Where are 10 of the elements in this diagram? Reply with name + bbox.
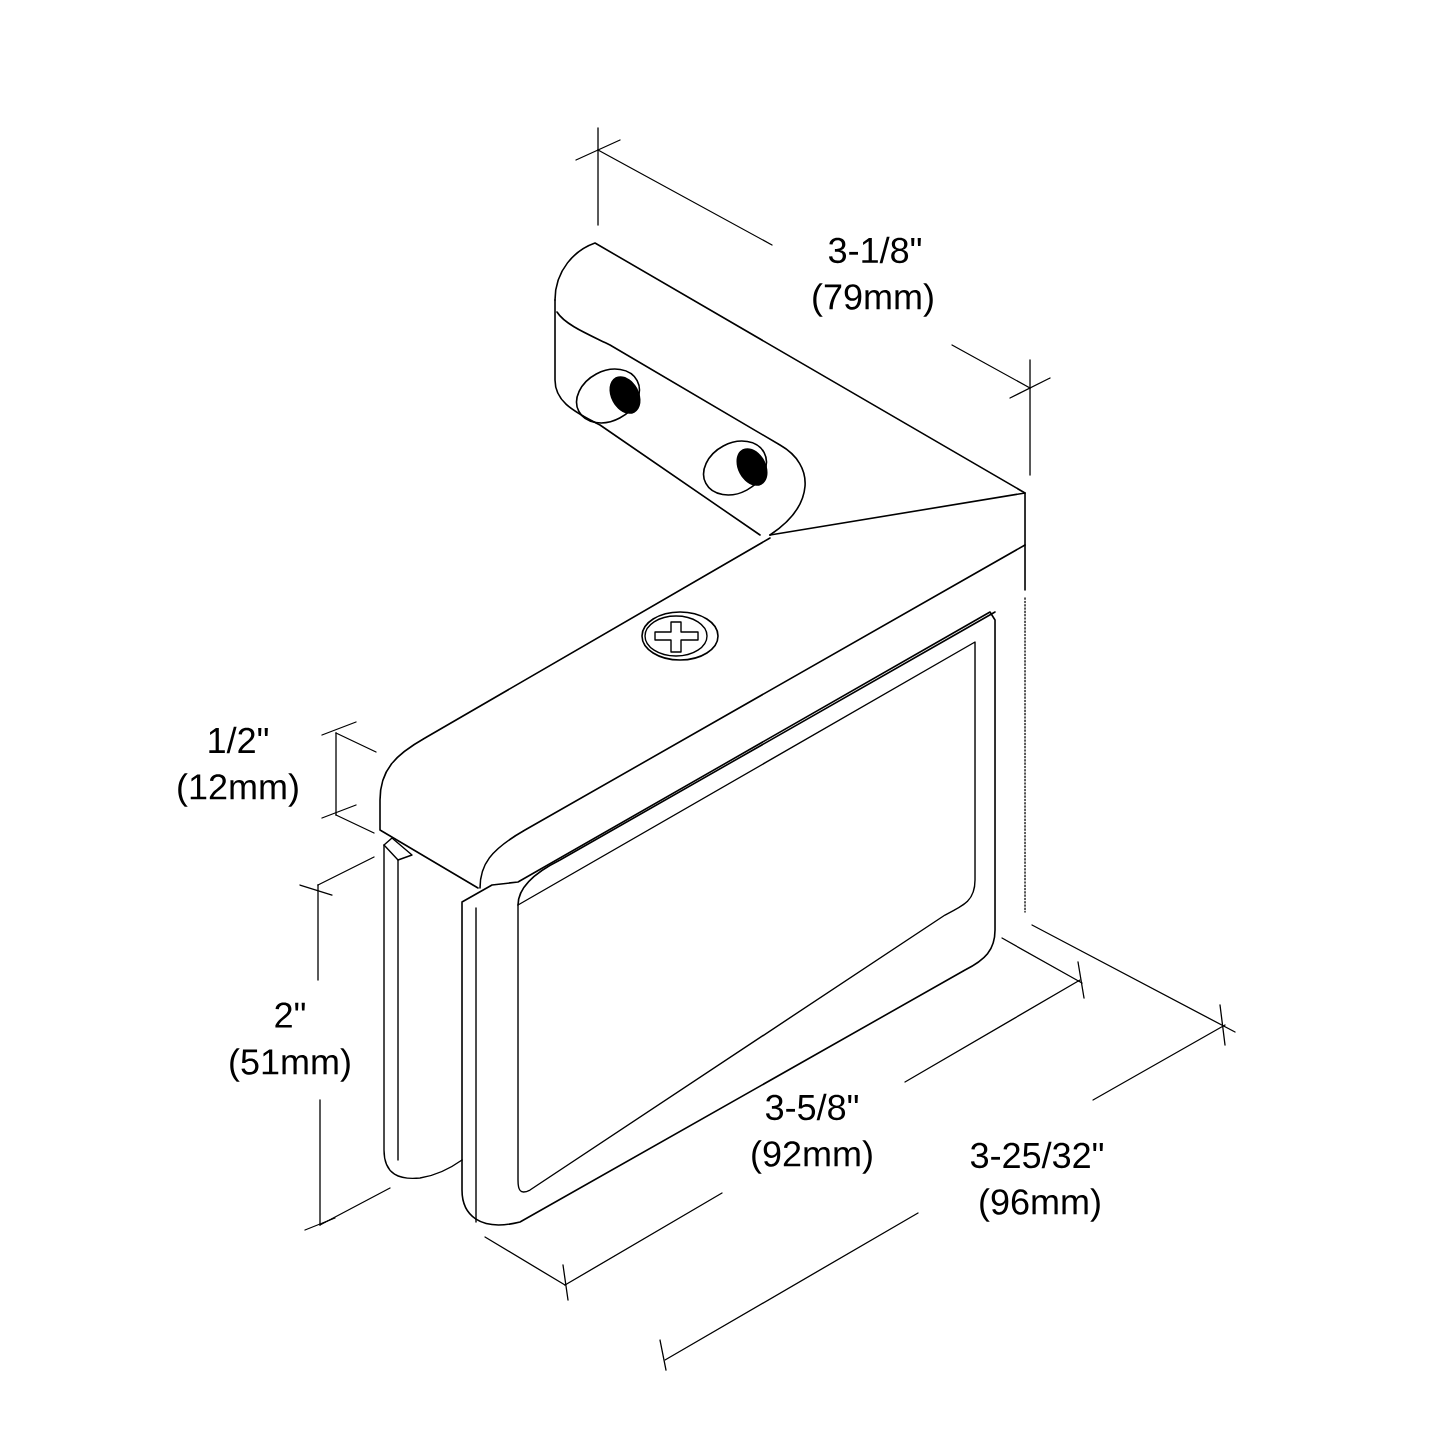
dimension-label: 3-25/32" xyxy=(970,1141,1103,1169)
dimension-label: (12mm) xyxy=(178,773,298,807)
dimension-label: (51mm) xyxy=(230,1048,350,1082)
dimension-label: 1/2" xyxy=(209,726,268,754)
dimension-label: (96mm) xyxy=(980,1188,1100,1222)
dimension-label: (79mm) xyxy=(813,283,933,317)
dimension-label: 2" xyxy=(275,1002,305,1028)
dimension-label: 3-5/8" xyxy=(765,1093,858,1121)
dimension-label: (92mm) xyxy=(752,1140,872,1174)
dimension-label: 3-1/8" xyxy=(828,236,921,264)
